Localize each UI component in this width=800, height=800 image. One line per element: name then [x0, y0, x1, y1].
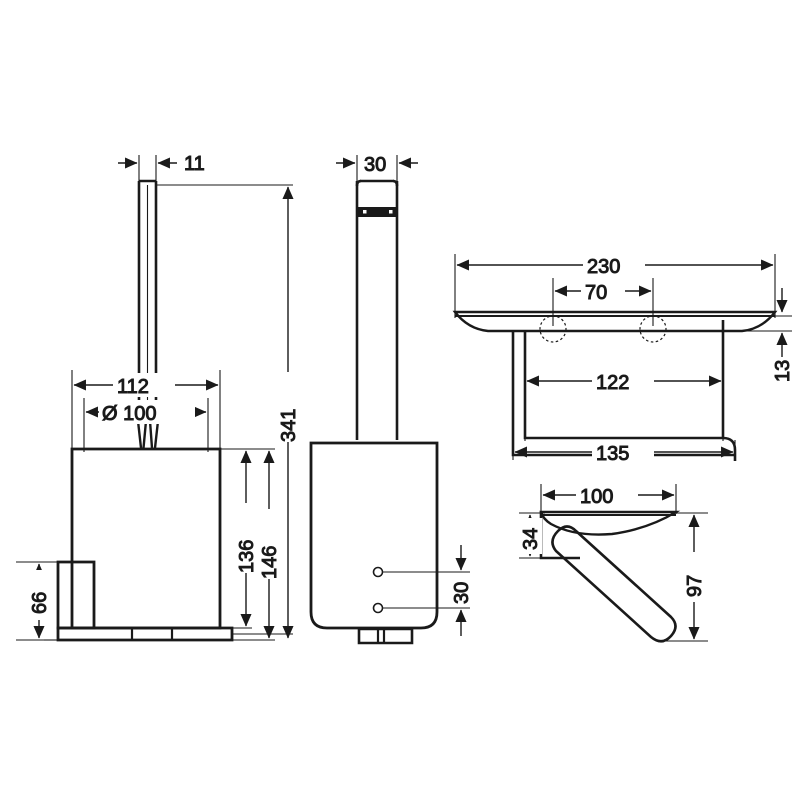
dimension-66-label: 66 — [29, 592, 51, 614]
mounting-hole-upper — [372, 566, 384, 578]
brush-handle-side-edges — [355, 181, 399, 440]
dimension-70-label: 70 — [585, 282, 607, 304]
dimension-230-label: 230 — [587, 256, 620, 278]
extension-lines-topright — [454, 254, 792, 460]
shelf-plate — [452, 310, 778, 333]
dimension-135: 135 — [514, 440, 734, 466]
brush-neck-left — [136, 420, 148, 449]
dimension-146: 146 — [257, 450, 282, 639]
brush-base-side — [357, 627, 414, 645]
brush-neck-right — [148, 420, 160, 449]
dimension-136-label: 136 — [236, 540, 258, 573]
dimension-146-label: 146 — [259, 546, 281, 579]
dimension-122-label: 122 — [596, 372, 629, 394]
dimension-11-label: 11 — [184, 153, 205, 175]
dimension-diameter-100: Ø 100 — [85, 400, 207, 426]
extension-lines-left-view — [16, 155, 293, 641]
wall-bracket — [56, 560, 96, 630]
paper-holder-bracket-hook — [722, 436, 737, 461]
dimension-30-width: 30 — [336, 151, 418, 177]
dimension-30-height-label: 30 — [451, 582, 473, 604]
dimension-30-height: 30 — [451, 545, 474, 636]
dimension-100-side-label: 100 — [580, 486, 613, 508]
brush-container-side — [309, 441, 439, 630]
dimension-34: 34 — [518, 514, 543, 557]
toilet-brush-front-view — [16, 155, 293, 642]
dimension-97-label: 97 — [684, 575, 706, 597]
dimension-122: 122 — [526, 369, 722, 395]
dimension-34-label: 34 — [520, 528, 542, 550]
wall-bracket-side — [539, 512, 580, 560]
brush-base-slot — [376, 629, 386, 643]
dimension-70: 70 — [554, 279, 652, 305]
dimension-341-label: 341 — [278, 409, 300, 442]
dimension-97: 97 — [682, 514, 707, 640]
shelf-paper-holder-side-view — [519, 484, 708, 643]
paper-holder-bracket-inner — [523, 320, 725, 440]
paper-roll-arm — [551, 525, 677, 643]
fixing-holes-hidden — [539, 315, 667, 343]
base-plate — [56, 626, 234, 642]
dimension-112: 112 — [73, 373, 219, 399]
base-plate-detail — [130, 628, 174, 640]
dimension-341: 341 — [276, 186, 301, 639]
dimension-112-label: 112 — [117, 376, 149, 398]
dimension-136: 136 — [234, 450, 259, 627]
mounting-hole-lower — [372, 602, 384, 614]
shelf-side-profile — [539, 510, 681, 536]
dimension-30-width-label: 30 — [364, 154, 386, 176]
dimension-66: 66 — [27, 563, 52, 639]
dimension-100-side: 100 — [542, 483, 675, 509]
handle-collar-band — [358, 207, 397, 217]
dimension-13-label: 13 — [772, 360, 794, 382]
extension-lines-center-view — [356, 155, 470, 609]
dimension-13: 13 — [772, 288, 795, 383]
collar-dot-left — [363, 210, 367, 214]
dimension-230: 230 — [456, 253, 774, 279]
toilet-brush-side-view — [309, 155, 470, 645]
extension-lines-bottomright — [519, 484, 708, 642]
dimension-diameter-100-label: Ø 100 — [102, 403, 156, 425]
collar-dot-right — [389, 210, 393, 214]
dimension-11: 11 — [118, 153, 205, 176]
dimension-135-label: 135 — [596, 443, 629, 465]
